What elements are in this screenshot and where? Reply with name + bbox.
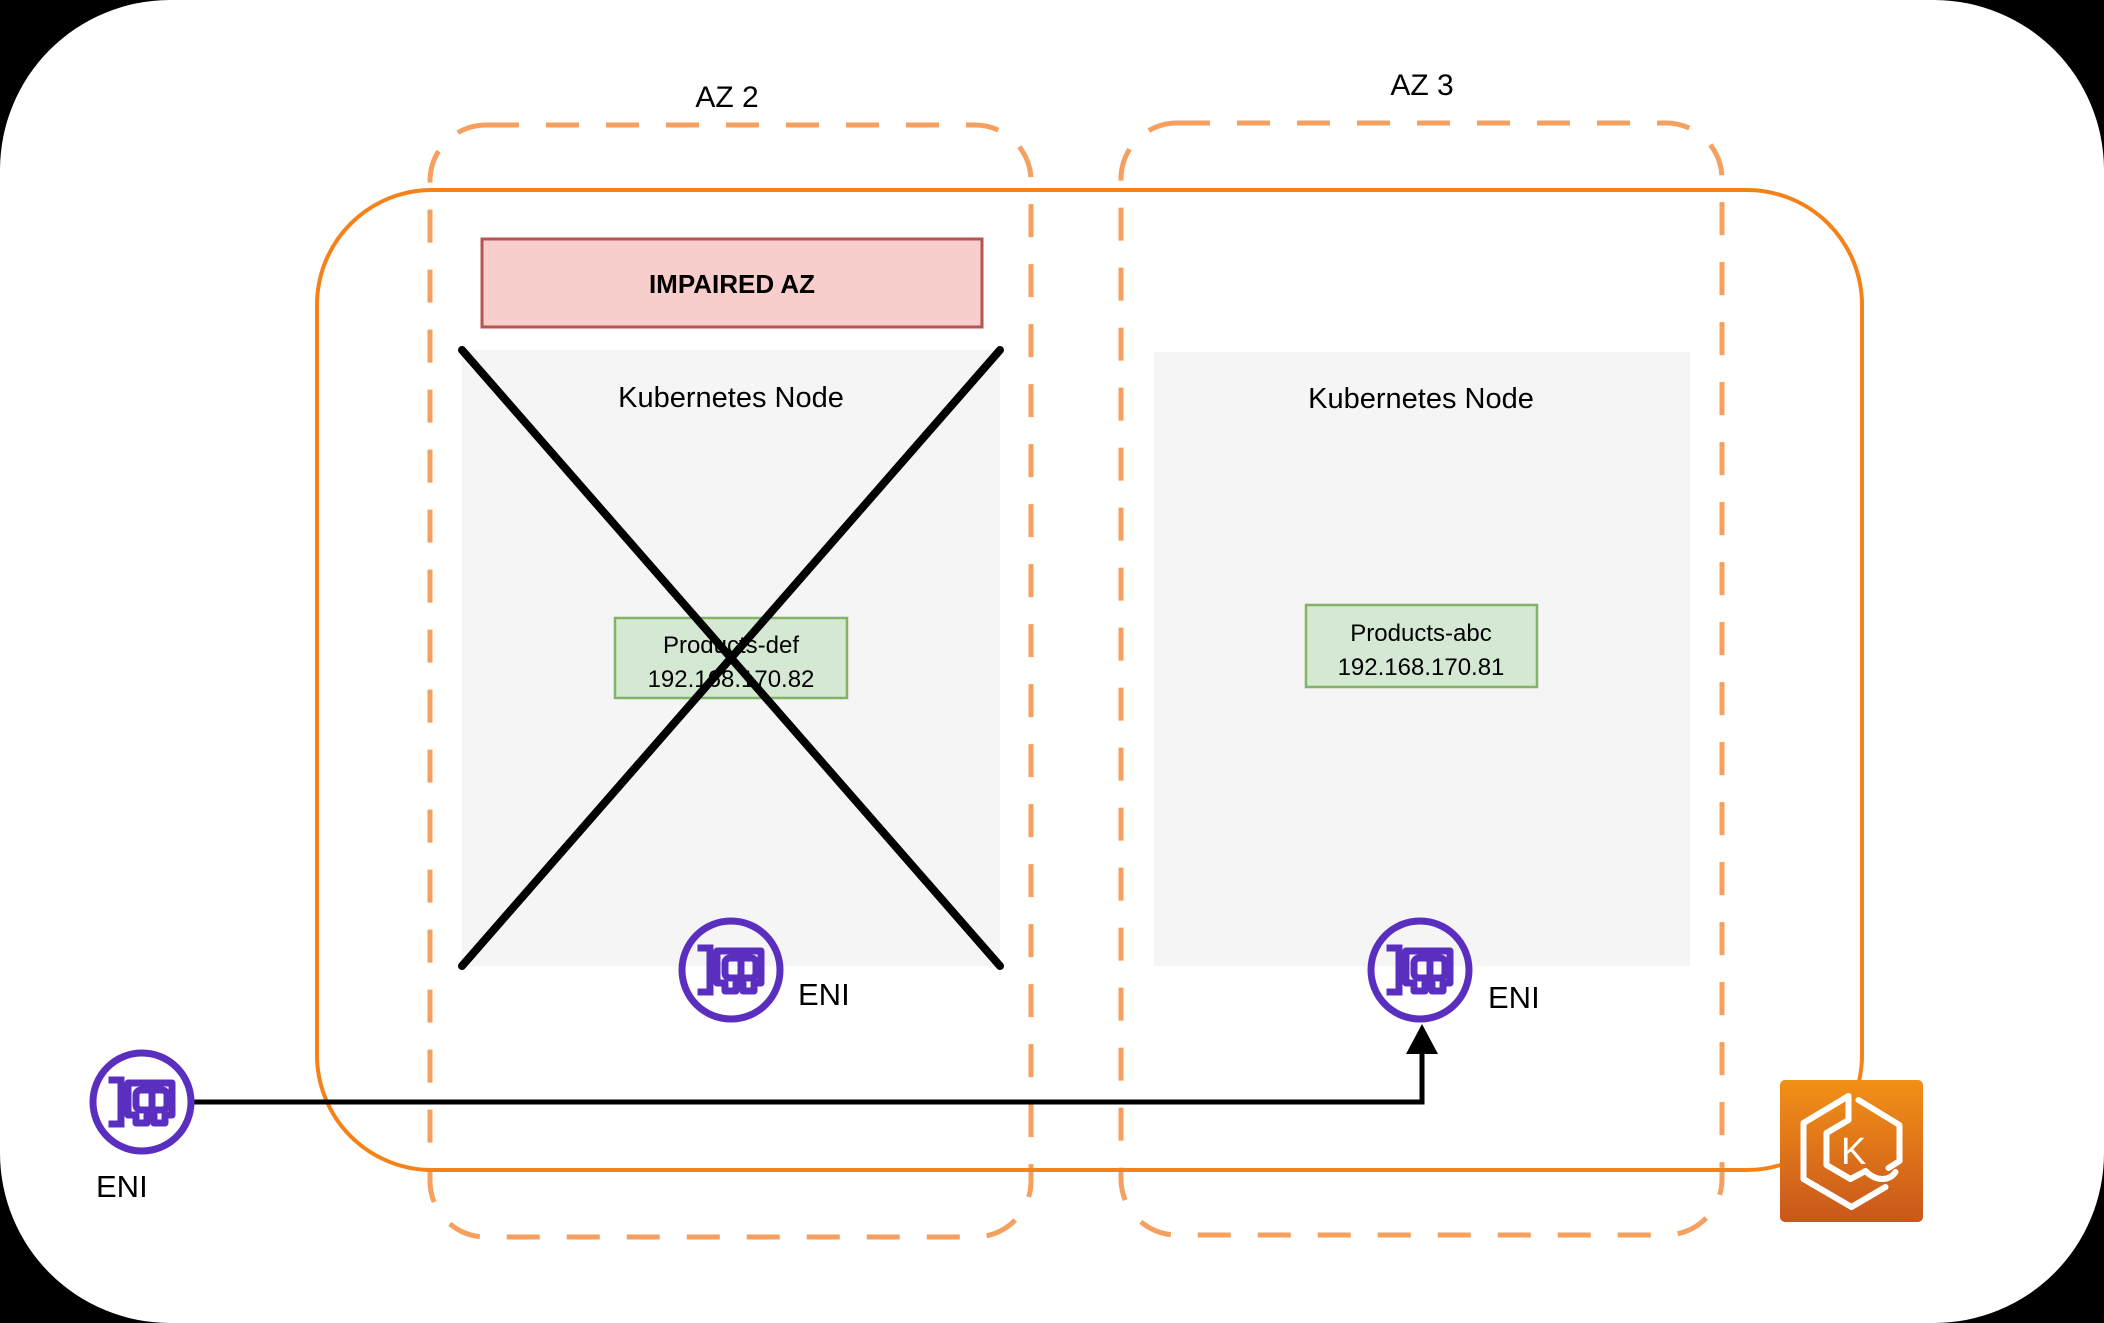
az2-label: AZ 2: [695, 81, 758, 114]
az3-label: AZ 3: [1390, 69, 1453, 102]
impaired-x-mark: [458, 346, 1004, 970]
eni-label-left-node: ENI: [798, 977, 850, 1012]
eni-connection-arrow: [194, 1024, 1438, 1105]
eni-label-standalone: ENI: [96, 1169, 148, 1204]
pod-right-name: Products-abc: [1350, 620, 1491, 647]
node-left-title: Kubernetes Node: [618, 382, 844, 414]
eks-icon-letter: K: [1841, 1131, 1866, 1173]
eks-icon: K: [1780, 1080, 1923, 1222]
impaired-az-banner: [480, 237, 984, 329]
az3-boundary: [1118, 120, 1725, 1238]
node-right-title: Kubernetes Node: [1308, 383, 1534, 415]
impaired-az-banner-label: IMPAIRED AZ: [649, 269, 815, 299]
eni-label-right-node: ENI: [1488, 980, 1540, 1015]
arrow-head: [1406, 1024, 1438, 1054]
az2-boundary: [427, 122, 1034, 1240]
pod-left-ip: 192.168.170.82: [648, 666, 815, 693]
pod-products-abc: [1304, 603, 1539, 689]
eks-cluster-boundary: [315, 188, 1864, 1172]
pod-right-ip: 192.168.170.81: [1338, 654, 1505, 681]
